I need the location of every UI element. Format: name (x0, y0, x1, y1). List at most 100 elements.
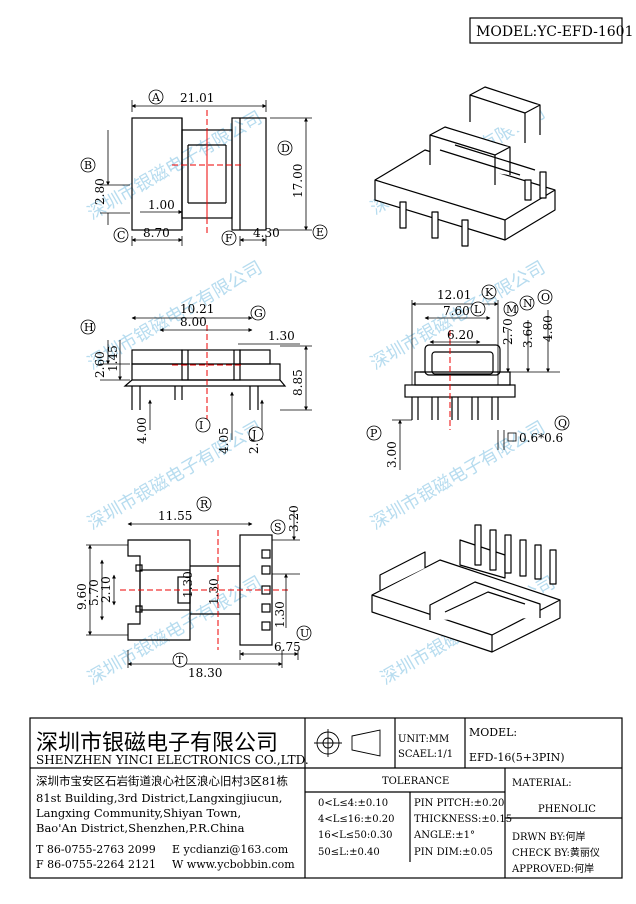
markers-view4: R S T U (172, 496, 312, 668)
marker-label: M (506, 303, 517, 316)
marker-label: C (117, 229, 125, 242)
marker-label: Q (558, 417, 567, 430)
marker-label: U (300, 627, 309, 640)
company-fax: F 86-0755-2264 2121 (36, 858, 156, 871)
dim-mid: 1.00 (148, 198, 175, 212)
tolerance-title: TOLERANCE (382, 776, 449, 787)
model-header-box (469, 17, 623, 44)
marker-label: O (541, 291, 550, 304)
marker-label: N (523, 297, 533, 310)
dim-right: 4.30 (253, 226, 280, 240)
view-top (131, 110, 267, 236)
marker-label: I (199, 419, 203, 432)
projection-symbol-icon (314, 729, 381, 757)
markers-view2: G H I J (80, 305, 266, 442)
dim-pin: 3.00 (385, 441, 399, 468)
dim-h3: 2.10 (99, 576, 113, 603)
checked-by: CHECK BY:黄丽仪 (512, 846, 600, 859)
pin-tolerance-row: ANGLE:±1° (413, 830, 475, 841)
title-block (29, 717, 623, 879)
dim-n: 3.60 (521, 321, 535, 348)
model-header: MODEL:YC-EFD-1601 (476, 24, 634, 40)
marker-label: T (176, 654, 184, 667)
marker-label: A (151, 91, 161, 104)
marker-label: G (254, 307, 263, 320)
dim-i: 4.05 (217, 427, 231, 454)
dim-top: 12.01 (437, 288, 471, 302)
marker-label: H (84, 321, 94, 334)
dim-pin: 4.00 (135, 417, 149, 444)
marker-label: J (251, 428, 256, 441)
dim-pitch-a: 1.30 (181, 571, 195, 598)
view-side (404, 330, 516, 430)
dim-height: 8.85 (291, 369, 305, 396)
iso-view-top (374, 86, 556, 247)
company-address-cn: 深圳市宝安区石岩街道浪心社区浪心旧村3区81栋 (36, 774, 288, 788)
dim-pitch-c: 1.30 (273, 601, 287, 628)
marker-label: L (474, 303, 482, 316)
dim-s: 3.20 (287, 505, 301, 532)
company-address-line: 81st Building,3rd District,Langxingjiucu… (36, 791, 282, 805)
watermark: 深圳市银磁电子有限公司 (84, 107, 266, 224)
dim-u: 6.75 (274, 640, 301, 654)
marker-label: S (274, 521, 282, 534)
markers-view1: A B C D E F (80, 89, 328, 246)
dim-pitch-b: 1.30 (207, 578, 221, 605)
dim-left: 8.70 (143, 226, 170, 240)
dim-width: 18.30 (188, 666, 222, 680)
dim-h1: 9.60 (75, 583, 89, 610)
dim-m: 2.70 (501, 318, 515, 345)
dim-inner: 8.00 (180, 315, 207, 329)
tolerance-row: 16<L≤50:0.30 (318, 830, 392, 841)
pin-tolerance-row: THICKNESS:±0.15 (414, 814, 512, 825)
view-top-dims (100, 100, 312, 246)
dim-flange: 1.45 (106, 345, 120, 372)
dim-inner: 6.20 (447, 328, 474, 342)
dim-mid: 7.60 (443, 304, 470, 318)
company-email: E ycdianzi@163.com (172, 843, 289, 856)
marker-label: E (316, 226, 324, 239)
unit-label: UNIT:MM (398, 734, 449, 745)
dim-height: 17.00 (291, 164, 305, 198)
dim-tab: 1.30 (268, 329, 295, 343)
company-name-cn: 深圳市银磁电子有限公司 (36, 731, 278, 756)
view-front-dims (100, 316, 312, 440)
view-front (123, 325, 287, 420)
marker-label: D (281, 142, 290, 155)
iso-view-bottom (371, 524, 561, 653)
marker-label: P (370, 427, 378, 440)
approved-by: APPROVED:何岸 (511, 862, 594, 875)
company-web: W www.ycbobbin.com (172, 858, 295, 871)
dim-width: 21.01 (180, 91, 214, 105)
tolerance-row: 50≤L:±0.40 (318, 847, 380, 858)
tolerance-row: 4<L≤16:±0.20 (318, 814, 395, 825)
dim-pin-dim: 0.6*0.6 (519, 431, 563, 445)
drawn-by: DRWN BY:何岸 (512, 830, 585, 843)
dim-small: 2.80 (93, 178, 107, 205)
pin-tolerance-row: PIN DIM:±0.05 (414, 847, 493, 858)
dim-step: 2.60 (93, 351, 107, 378)
material-label: MATERIAL: (512, 778, 572, 789)
marker-label: R (200, 498, 209, 511)
marker-label: B (84, 159, 92, 172)
model-label: MODEL: (469, 726, 517, 739)
company-address-line: Bao'An District,Shenzhen,P.R.China (36, 821, 245, 835)
tolerance-row: 0<L≤4:±0.10 (318, 798, 388, 809)
company-name-en: SHENZHEN YINCI ELECTRONICS CO.,LTD. (36, 753, 309, 767)
markers-view3: K L M N O P Q (366, 284, 570, 441)
dim-h2: 5.70 (87, 579, 101, 606)
company-address-line: Langxing Community,Shiyan Town, (36, 806, 241, 820)
view-bottom-dims (86, 510, 300, 668)
pin-square-icon (507, 432, 517, 442)
pin-tolerance-row: PIN PITCH:±0.20 (414, 798, 504, 809)
scale-label: SCAEL:1/1 (398, 749, 453, 760)
marker-label: F (225, 232, 233, 245)
dim-top: 10.21 (180, 302, 214, 316)
marker-label: K (485, 286, 494, 299)
dim-o: 4.80 (541, 315, 555, 342)
material-value: PHENOLIC (538, 804, 596, 815)
view-bottom (120, 530, 290, 650)
dim-top: 11.55 (158, 509, 192, 523)
